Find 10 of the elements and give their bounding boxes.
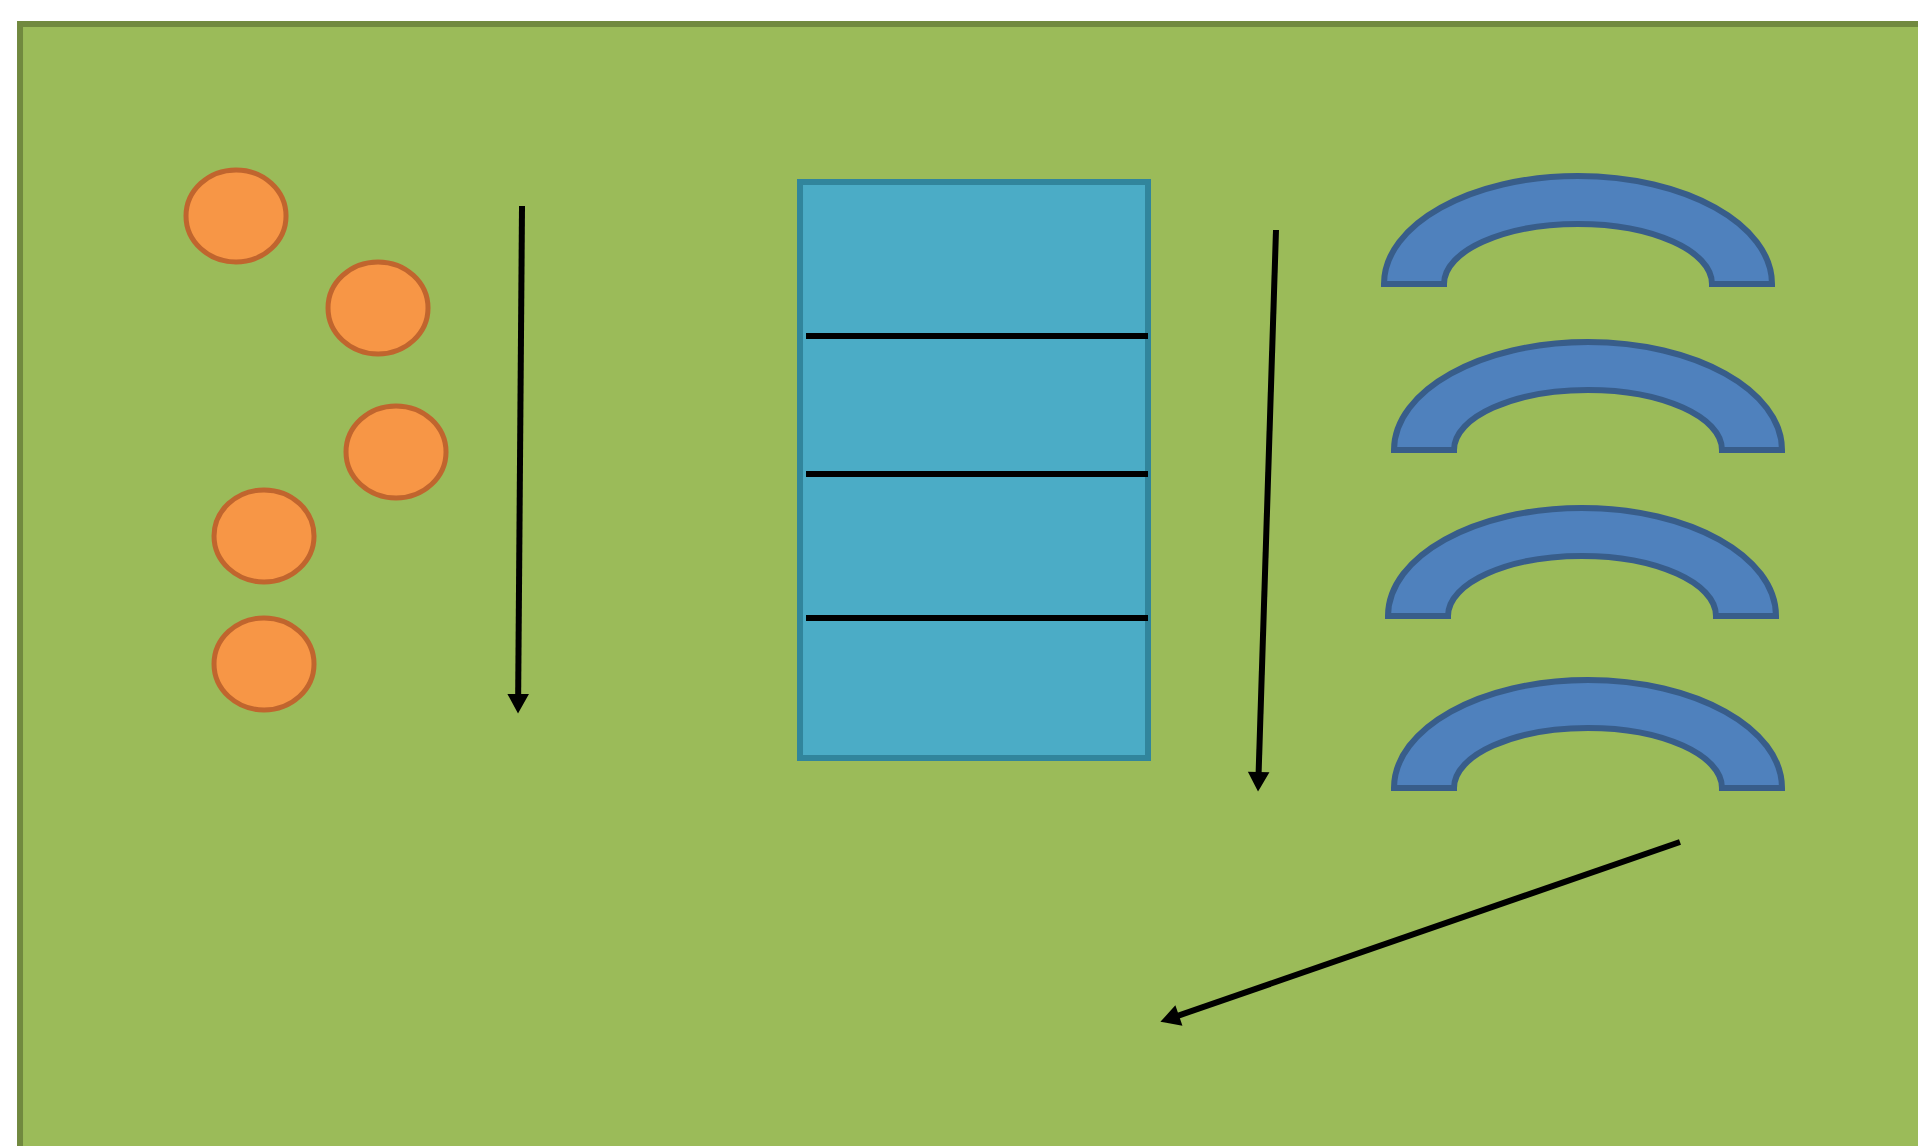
circle (325, 259, 431, 357)
circle (211, 615, 317, 713)
arch (1391, 676, 1785, 791)
arch (1381, 173, 1775, 287)
circle (343, 403, 449, 501)
arch (1391, 339, 1785, 453)
circle (183, 167, 289, 265)
circle (211, 487, 317, 585)
stacked-box (797, 179, 1151, 761)
arch (1385, 505, 1779, 619)
